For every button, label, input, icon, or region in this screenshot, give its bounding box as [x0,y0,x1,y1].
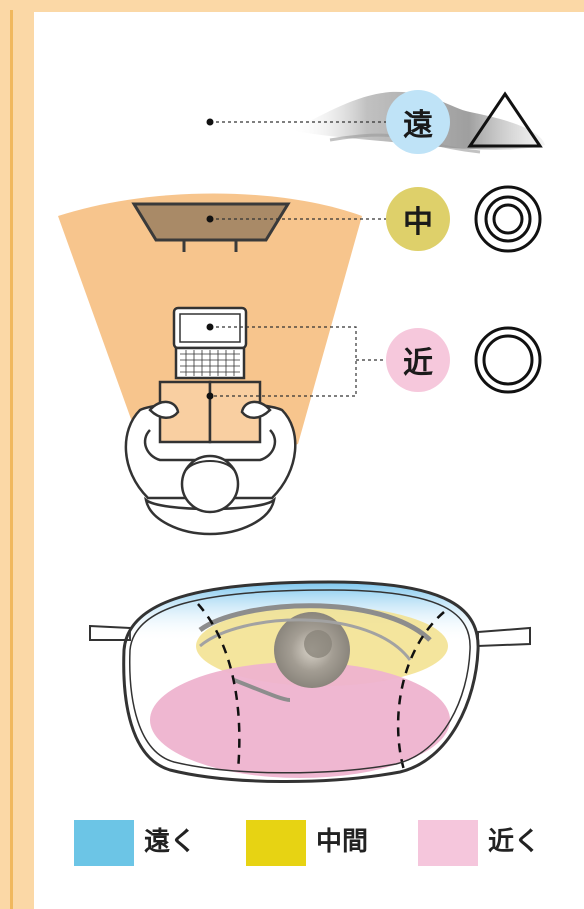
mid-tag: 中 [386,187,450,251]
near-label: 近 [403,346,433,381]
legend-swatch-near [418,820,478,866]
triangle-symbol [467,91,543,148]
circle-symbol [474,326,542,394]
leader-lines [210,121,386,397]
double-circle-symbol [474,185,542,253]
lens-diagram [89,580,531,783]
legend-label-far: 遠く [144,827,197,857]
leader-dots [206,118,214,400]
legend-swatch-far [74,820,134,866]
left-rule [10,10,13,909]
mid-label: 中 [403,205,433,240]
legend-label-mid: 中間 [316,827,369,857]
far-label: 遠 [403,108,433,143]
person-illustration [124,380,297,536]
legend-label-near: 近く [488,827,541,857]
near-tag: 近 [386,328,450,392]
far-tag: 遠 [386,90,450,154]
laptop-illustration [172,306,248,380]
legend-swatch-mid [246,820,306,866]
